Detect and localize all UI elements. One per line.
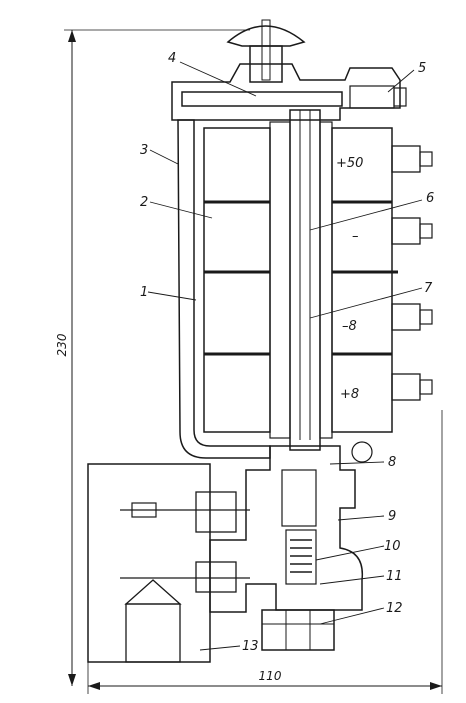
leader-lines (147, 61, 423, 651)
width-dimension-label: 110 (259, 669, 282, 683)
terminal-connector-4 (391, 373, 433, 401)
callout-2: 2 (140, 195, 148, 210)
top-knob (226, 19, 306, 83)
terminal-label-4: +8 (340, 387, 359, 402)
callout-3: 3 (140, 143, 148, 158)
callout-1: 1 (140, 285, 148, 300)
callout-9: 9 (388, 509, 396, 524)
terminal-label-1: +50 (336, 156, 363, 171)
terminal-label-3: –8 (342, 319, 357, 334)
height-dimension: 230 (55, 29, 250, 686)
coil-section-left (203, 121, 291, 439)
top-cap (171, 63, 407, 121)
callout-4: 4 (168, 51, 176, 66)
callout-6: 6 (426, 191, 434, 206)
width-dimension: 110 (87, 410, 443, 694)
callout-10: 10 (384, 539, 401, 554)
central-tube (289, 109, 333, 451)
coil-section-right (331, 127, 398, 433)
terminal-connector-2 (391, 217, 433, 245)
callout-13: 13 (242, 639, 259, 654)
callout-7: 7 (424, 281, 433, 296)
base-block (87, 463, 250, 663)
housing-wall (177, 119, 271, 459)
bottom-nut (261, 609, 335, 651)
valve-body (209, 441, 373, 613)
callout-11: 11 (386, 569, 403, 584)
callout-8: 8 (388, 455, 396, 470)
callout-5: 5 (418, 61, 426, 76)
terminal-label-2: – (352, 229, 359, 244)
terminal-connector-3 (391, 303, 433, 331)
terminal-connector-1 (391, 145, 433, 173)
height-dimension-label: 230 (55, 333, 69, 356)
callout-12: 12 (386, 601, 403, 616)
